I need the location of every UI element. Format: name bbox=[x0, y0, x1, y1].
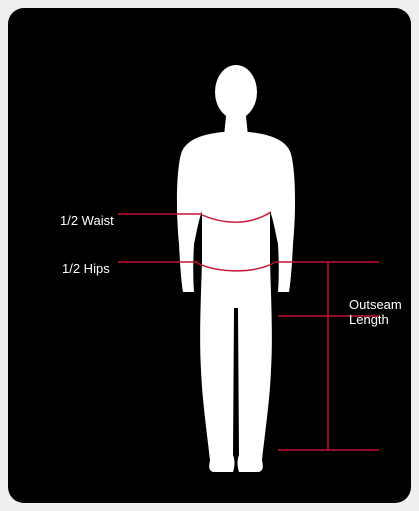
outseam-label-line1: Outseam bbox=[349, 297, 402, 312]
size-guide-panel: 1/2 Waist 1/2 Hips Outseam Length bbox=[8, 8, 411, 503]
outseam-measure-bar bbox=[278, 262, 379, 450]
waist-label: 1/2 Waist bbox=[60, 213, 114, 228]
hips-label: 1/2 Hips bbox=[62, 261, 110, 276]
human-silhouette-icon bbox=[177, 65, 295, 472]
outseam-label-line2: Length bbox=[349, 312, 402, 327]
size-guide-diagram bbox=[8, 8, 411, 503]
outseam-length-label: Outseam Length bbox=[349, 297, 402, 327]
